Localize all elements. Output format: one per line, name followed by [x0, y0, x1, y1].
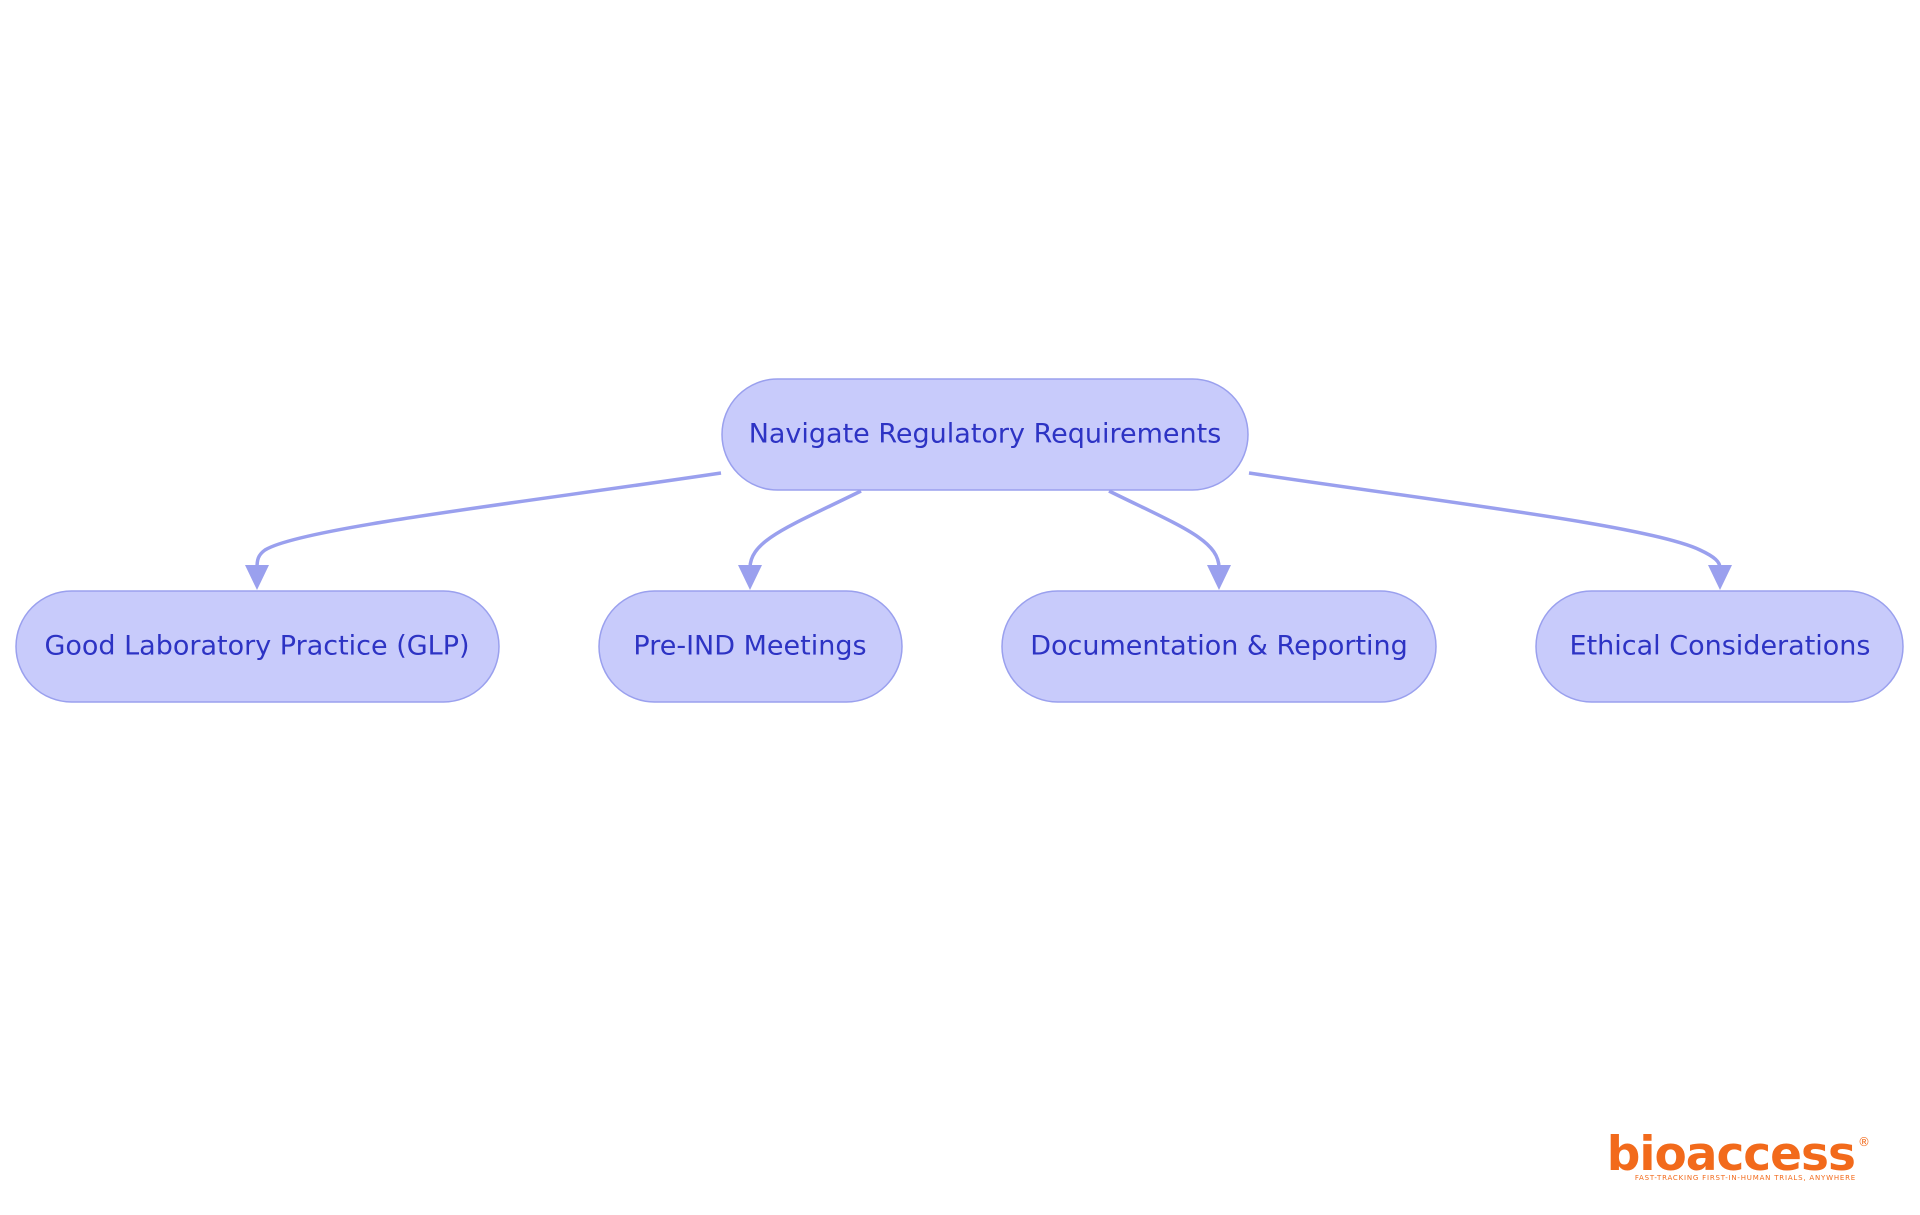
- edge-root-to-glp: [255, 471, 722, 569]
- logo-wordmark: bioaccess: [1607, 1127, 1855, 1182]
- node-root: Navigate Regulatory Requirements: [721, 378, 1249, 491]
- node-pre-ind-label: Pre-IND Meetings: [633, 631, 866, 662]
- edges: [245, 471, 1732, 590]
- node-documentation: Documentation & Reporting: [1001, 590, 1437, 703]
- edge-root-to-documentation: [1108, 489, 1221, 569]
- edge-root-to-ethical: [1248, 471, 1722, 569]
- node-root-shape: [721, 378, 1249, 491]
- logo-tagline: FAST-TRACKING FIRST-IN-HUMAN TRIALS, ANY…: [1635, 1174, 1856, 1182]
- node-glp-label: Good Laboratory Practice (GLP): [44, 631, 469, 662]
- node-ethical: Ethical Considerations: [1535, 590, 1904, 703]
- node-glp-shape: [15, 590, 500, 703]
- arrowhead-pre-ind: [738, 565, 762, 590]
- node-ethical-label: Ethical Considerations: [1570, 631, 1871, 662]
- bioaccess-logo: bioaccess ® FAST-TRACKING FIRST-IN-HUMAN…: [1607, 1127, 1870, 1182]
- logo-registered-mark: ®: [1858, 1135, 1870, 1149]
- edge-root-to-pre-ind: [748, 489, 862, 569]
- node-documentation-label: Documentation & Reporting: [1030, 631, 1408, 662]
- arrowhead-ethical: [1708, 565, 1732, 590]
- node-ethical-shape: [1535, 590, 1904, 703]
- node-pre-ind-shape: [598, 590, 903, 703]
- node-root-label: Navigate Regulatory Requirements: [749, 419, 1222, 450]
- node-glp: Good Laboratory Practice (GLP): [15, 590, 500, 703]
- node-documentation-shape: [1001, 590, 1437, 703]
- arrowhead-documentation: [1207, 565, 1231, 590]
- node-pre-ind: Pre-IND Meetings: [598, 590, 903, 703]
- arrowhead-glp: [245, 565, 269, 590]
